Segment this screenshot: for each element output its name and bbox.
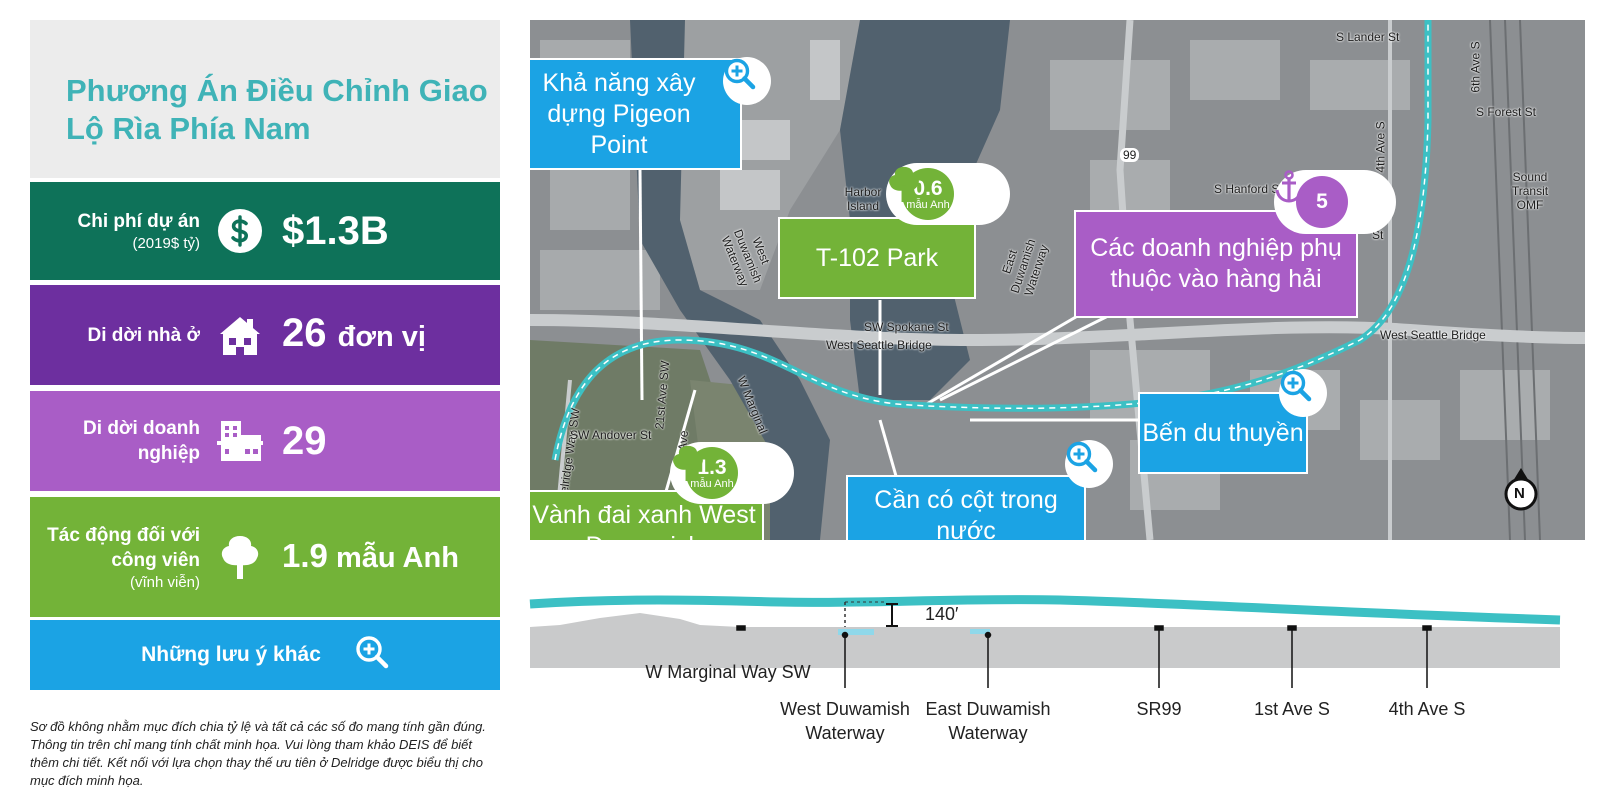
stat-cost-value: $1.3B xyxy=(282,209,389,253)
stat-residential: Di dời nhà ở 26 đơn vị xyxy=(30,285,500,385)
label-west-seattle-bridge: West Seattle Bridge xyxy=(826,338,932,352)
callout-greenbelt-text: Vành đai xanh West Duwamish xyxy=(532,501,756,540)
badge-greenbelt: 1.3 mẫu Anh xyxy=(670,442,794,504)
badge-t102: 0.6 mẫu Anh xyxy=(886,163,1010,225)
callout-in-water-text: Cần có cột trong nước xyxy=(874,486,1058,540)
label-s-lander: S Lander St xyxy=(1336,30,1400,44)
label-s-hanford: S Hanford St xyxy=(1214,182,1283,196)
stat-park-label: Tác động đối với công viên xyxy=(47,524,200,571)
building-icon xyxy=(212,413,268,469)
callout-marina-text: Bến du thuyền xyxy=(1142,418,1304,447)
other-notes-button[interactable]: Những lưu ý khác xyxy=(30,620,500,690)
callout-t102-park-text: T-102 Park xyxy=(815,243,939,272)
label-harbor-island: Harbor Island xyxy=(844,185,882,213)
callout-marina[interactable]: Bến du thuyền xyxy=(1138,392,1308,474)
stat-cost-sublabel: (2019$ tỷ) xyxy=(132,235,200,252)
profile-marker-4th-ave: 4th Ave S xyxy=(1388,699,1466,719)
label-sr99-shield: 99 xyxy=(1120,148,1140,162)
label-sw-spokane: SW Spokane St xyxy=(864,320,949,334)
label-s-forest: S Forest St xyxy=(1476,105,1537,119)
north-arrow-icon: N xyxy=(1504,467,1538,511)
callout-pigeon-point-text: Khả năng xây dựng Pigeon Point xyxy=(542,68,696,159)
badge-maritime: 5 xyxy=(1274,170,1396,234)
compass-label: N xyxy=(1514,485,1525,502)
profile-height-label: 140′ xyxy=(925,604,959,624)
callout-maritime-text: Các doanh nghiệp phụ thuộc vào hàng hải xyxy=(1090,234,1342,293)
stat-residential-unit: đơn vị xyxy=(337,321,426,353)
zoom-in-icon[interactable] xyxy=(1279,369,1327,417)
page-title: Phương Án Điều Chỉnh Giao Lộ Rìa Phía Na… xyxy=(66,73,488,146)
stat-cost: Chi phí dự án (2019$ tỷ) $1.3B xyxy=(30,182,500,280)
stat-business: Di dời doanh nghiệp 29 xyxy=(30,391,500,491)
stat-park-value: 1.9 xyxy=(282,537,328,574)
stat-business-label: Di dời doanh nghiệp xyxy=(83,418,200,464)
badge-maritime-value: 5 xyxy=(1316,190,1328,213)
callout-t102-park[interactable]: T-102 Park xyxy=(778,217,976,299)
profile-ground-label: W Marginal Way SW xyxy=(645,662,811,682)
stat-park-unit: mẫu Anh xyxy=(335,542,459,574)
callout-pigeon-point[interactable]: Khả năng xây dựng Pigeon Point xyxy=(530,58,742,170)
profile-marker-1st-ave: 1st Ave S xyxy=(1254,699,1330,719)
stat-cost-label: Chi phí dự án xyxy=(77,211,200,232)
label-sound-transit: Sound Transit OMF xyxy=(1511,170,1549,212)
label-sw-andover: SW Andover St xyxy=(570,428,652,442)
label-6th-ave: 6th Ave S xyxy=(1468,41,1483,93)
map[interactable]: S Lander St 6th Ave S S Forest St 4th Av… xyxy=(530,20,1585,540)
stat-park-sublabel: (vĩnh viễn) xyxy=(129,573,200,591)
zoom-in-icon[interactable] xyxy=(723,57,771,105)
profile-marker-east-duwamish: East Duwamish Waterway xyxy=(925,699,1051,743)
tree-icon xyxy=(212,529,268,585)
house-icon xyxy=(212,307,268,363)
stat-residential-value: 26 xyxy=(282,311,327,355)
stat-residential-label: Di dời nhà ở xyxy=(87,324,200,346)
other-notes-label: Những lưu ý khác xyxy=(141,643,321,666)
zoom-in-icon xyxy=(355,635,389,675)
profile-marker-west-duwamish: West Duwamish Waterway xyxy=(780,699,910,743)
label-west-seattle-bridge-east: West Seattle Bridge xyxy=(1380,328,1486,342)
badge-greenbelt-unit: mẫu Anh xyxy=(690,477,734,490)
label-st: St xyxy=(1372,228,1384,242)
dollar-icon xyxy=(212,203,268,259)
badge-greenbelt-value: 1.3 xyxy=(697,455,727,479)
badge-t102-value: 0.6 xyxy=(913,176,943,200)
stat-business-value: 29 xyxy=(282,419,327,463)
callout-in-water-columns[interactable]: Cần có cột trong nước xyxy=(846,475,1086,540)
profile-marker-sr99: SR99 xyxy=(1136,699,1182,719)
badge-t102-unit: mẫu Anh xyxy=(906,198,950,211)
label-4th-ave: 4th Ave S xyxy=(1373,121,1388,173)
stat-park: Tác động đối với công viên (vĩnh viễn) 1… xyxy=(30,497,500,617)
footnote: Sơ đồ không nhằm mục đích chia tỷ lệ và … xyxy=(30,719,486,788)
zoom-in-icon[interactable] xyxy=(1065,440,1113,488)
title-box: Phương Án Điều Chỉnh Giao Lộ Rìa Phía Na… xyxy=(30,20,500,178)
